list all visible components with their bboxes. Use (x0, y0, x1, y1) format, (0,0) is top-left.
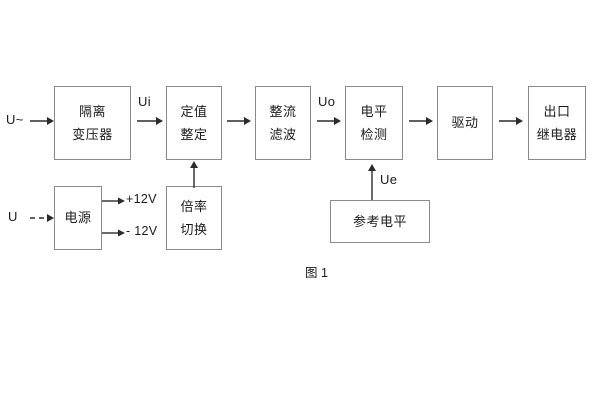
block-power-supply: 电源 (54, 186, 102, 250)
block-level-detection: 电平 检测 (345, 86, 403, 160)
block-rectifier-filter-line1: 整流 (269, 103, 297, 119)
block-level-detection-line1: 电平 (360, 103, 388, 119)
block-reference-level-line1: 参考电平 (352, 213, 407, 229)
label-signal-ue: Ue (380, 172, 398, 187)
label-signal-uo: Uo (318, 94, 336, 109)
connector-dc-input-to-power-supply (30, 213, 56, 223)
connector-ac-input-to-transformer (30, 116, 56, 126)
block-setting-value: 定值 整定 (166, 86, 222, 160)
label-signal-ui: Ui (138, 94, 151, 109)
block-output-relay: 出口 继电器 (528, 86, 586, 160)
block-isolation-transformer-line1: 隔离 (78, 103, 106, 119)
connector-rectifier-to-level-detection (317, 116, 343, 126)
block-setting-value-line2: 整定 (180, 126, 208, 142)
block-multiplier-switch: 倍率 切换 (166, 186, 222, 250)
block-level-detection-line2: 检测 (360, 126, 388, 142)
connector-drive-to-output-relay (499, 116, 525, 126)
connector-power-supply-negative (102, 228, 128, 238)
connector-transformer-to-setting (137, 116, 165, 126)
label-dc-input: U (8, 209, 18, 224)
connector-level-detection-to-drive (409, 116, 435, 126)
connector-reference-to-level-detection (367, 163, 377, 201)
label-supply-negative: - 12V (126, 224, 158, 238)
block-setting-value-line1: 定值 (180, 103, 208, 119)
block-power-supply-line1: 电源 (64, 210, 92, 226)
block-drive: 驱动 (437, 86, 493, 160)
block-isolation-transformer: 隔离 变压器 (54, 86, 131, 160)
block-multiplier-switch-line1: 倍率 (180, 198, 208, 214)
connector-multiplier-to-setting (189, 160, 199, 188)
connector-setting-to-rectifier (227, 116, 253, 126)
block-isolation-transformer-line2: 变压器 (72, 126, 113, 142)
block-output-relay-line1: 出口 (543, 103, 571, 119)
block-rectifier-filter-line2: 滤波 (269, 126, 297, 142)
block-rectifier-filter: 整流 滤波 (255, 86, 311, 160)
block-reference-level: 参考电平 (330, 200, 430, 243)
label-supply-positive: +12V (126, 192, 157, 206)
connector-power-supply-positive (102, 196, 128, 206)
label-ac-input: U~ (6, 112, 24, 127)
block-drive-line1: 驱动 (451, 115, 479, 131)
block-output-relay-line2: 继电器 (536, 126, 578, 142)
block-multiplier-switch-line2: 切换 (180, 221, 208, 237)
figure-caption: 图 1 (305, 266, 328, 280)
